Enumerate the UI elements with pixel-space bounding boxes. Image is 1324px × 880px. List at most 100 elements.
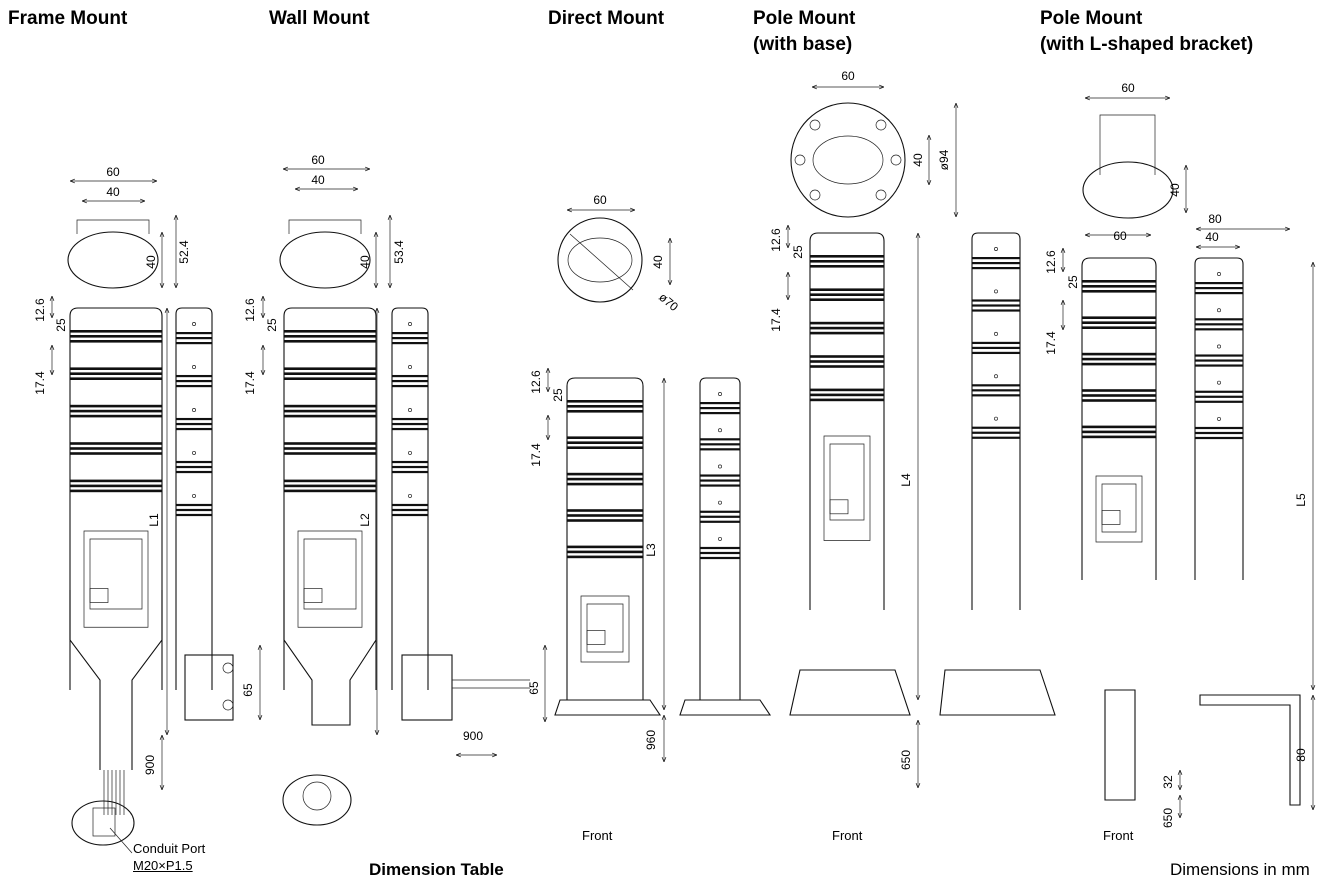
wall-side-band (392, 513, 428, 517)
direct-front-band (567, 482, 643, 486)
pole-base-front-band (810, 331, 884, 335)
dimension-label: 60 (311, 153, 325, 167)
dimension-label: L2 (358, 513, 372, 527)
frame-top-bracket (76, 219, 150, 234)
pole-l-front-band (1082, 435, 1156, 439)
conduit-port-outline (92, 807, 116, 837)
wall-front-window (297, 530, 363, 628)
pole-base-side-band (972, 389, 1020, 392)
dimension-label: 40 (106, 185, 120, 199)
pole-l-side-dot (1217, 344, 1221, 349)
pole-base-front-band (810, 288, 884, 291)
pole-base-side-dot (994, 416, 998, 421)
pole-l-side-band (1195, 287, 1243, 290)
frame-front-band (70, 452, 162, 455)
frame-front-band (70, 330, 162, 333)
frame-side-band (176, 337, 212, 340)
direct-top-view (557, 217, 643, 303)
dimension-label: 60 (593, 193, 607, 207)
heading-pole-mount-base-sub: (with base) (753, 34, 853, 55)
direct-front-window-inner (586, 603, 624, 653)
pole-l-front-connector (1101, 510, 1121, 525)
heading-pole-mount-l: Pole Mount (1040, 8, 1143, 29)
frame-side-dot (192, 322, 196, 326)
label-conduit-thread: M20×P1.5 (133, 858, 193, 873)
frame-side-dot (192, 493, 196, 498)
dimension-label: 650 (1161, 808, 1175, 828)
frame-front-band (70, 404, 162, 408)
pole-base-side-band (972, 384, 1020, 387)
label-conduit-port: Conduit Port (133, 841, 206, 856)
wall-side-band (392, 374, 428, 378)
pole-base-front-housing (809, 232, 885, 610)
pole-l-side-band (1195, 390, 1243, 393)
pole-l-side-side (1194, 257, 1244, 580)
pole-l-side-band (1195, 292, 1243, 295)
pole-l-bracket-top (1099, 114, 1156, 175)
direct-front-window (580, 595, 630, 663)
wall-front-band (284, 452, 376, 455)
pole-base-side-band (972, 304, 1020, 307)
frame-side-dot (192, 408, 196, 412)
dimension-label: L3 (644, 543, 658, 557)
frame-front-band (70, 335, 162, 338)
direct-front-band (567, 477, 643, 481)
dimension-label: 17.4 (769, 308, 783, 332)
wall-side-dot (408, 365, 412, 369)
pole-l-side-band (1195, 282, 1243, 285)
pole-base-front-connector (829, 499, 849, 515)
pole-base-side-band (972, 394, 1020, 397)
direct-side-band (700, 402, 740, 405)
dimension-label: 52.4 (177, 240, 191, 264)
direct-front-band (567, 400, 643, 403)
frame-front-band (70, 442, 162, 445)
frame-front-band (70, 367, 162, 370)
frame-side-dot (192, 365, 196, 369)
pole-base-side-band (972, 262, 1020, 265)
pole-base-side-side (971, 232, 1021, 610)
frame-front-band (70, 484, 162, 488)
direct-base (554, 699, 662, 716)
dim-frame-60-label: 60 (106, 165, 120, 179)
dimension-label: 25 (265, 318, 279, 332)
pole-base-front-band (810, 355, 884, 358)
frame-side-band (176, 417, 212, 421)
direct-front-band (567, 519, 643, 522)
dimension-label: 65 (527, 681, 541, 695)
direct-front-band (567, 436, 643, 439)
frame-front-window (83, 530, 149, 628)
pole-base-front-band (810, 388, 884, 392)
frame-front-housing (69, 307, 163, 690)
frame-front-band (70, 372, 162, 375)
pole-l-front-band (1082, 280, 1156, 283)
direct-front-housing (566, 377, 644, 700)
wall-front-band (284, 447, 376, 450)
wall-bracket (401, 654, 453, 721)
dimension-label: L5 (1294, 493, 1308, 507)
frame-side-band (176, 465, 212, 469)
dimension-label: 960 (644, 730, 658, 750)
frame-front-band (70, 479, 162, 483)
pole-l-front-band (1082, 394, 1156, 397)
direct-side-base (679, 699, 772, 716)
frame-side-side (175, 307, 213, 690)
pole-base-foot (789, 669, 911, 716)
pole-base-side-band (972, 309, 1020, 312)
bracket-screw (222, 662, 234, 674)
dimension-label: 65 (241, 683, 255, 697)
pole-l-top-view (1082, 161, 1174, 219)
wall-bottom-hole (302, 781, 332, 811)
frame-side-band (176, 422, 212, 426)
direct-front-band (567, 472, 643, 476)
direct-front-band (567, 441, 643, 444)
dimension-label: 80 (1208, 212, 1222, 226)
wall-bottom-view (282, 774, 352, 826)
wall-top-view (279, 231, 371, 289)
dimension-label: 900 (143, 755, 157, 775)
dimension-label: 40 (1168, 183, 1182, 197)
pole-base-side-band (972, 299, 1020, 302)
pole-l-side-dot (1217, 272, 1221, 276)
pole-base-front-band (810, 255, 884, 258)
direct-front-band (567, 545, 643, 549)
